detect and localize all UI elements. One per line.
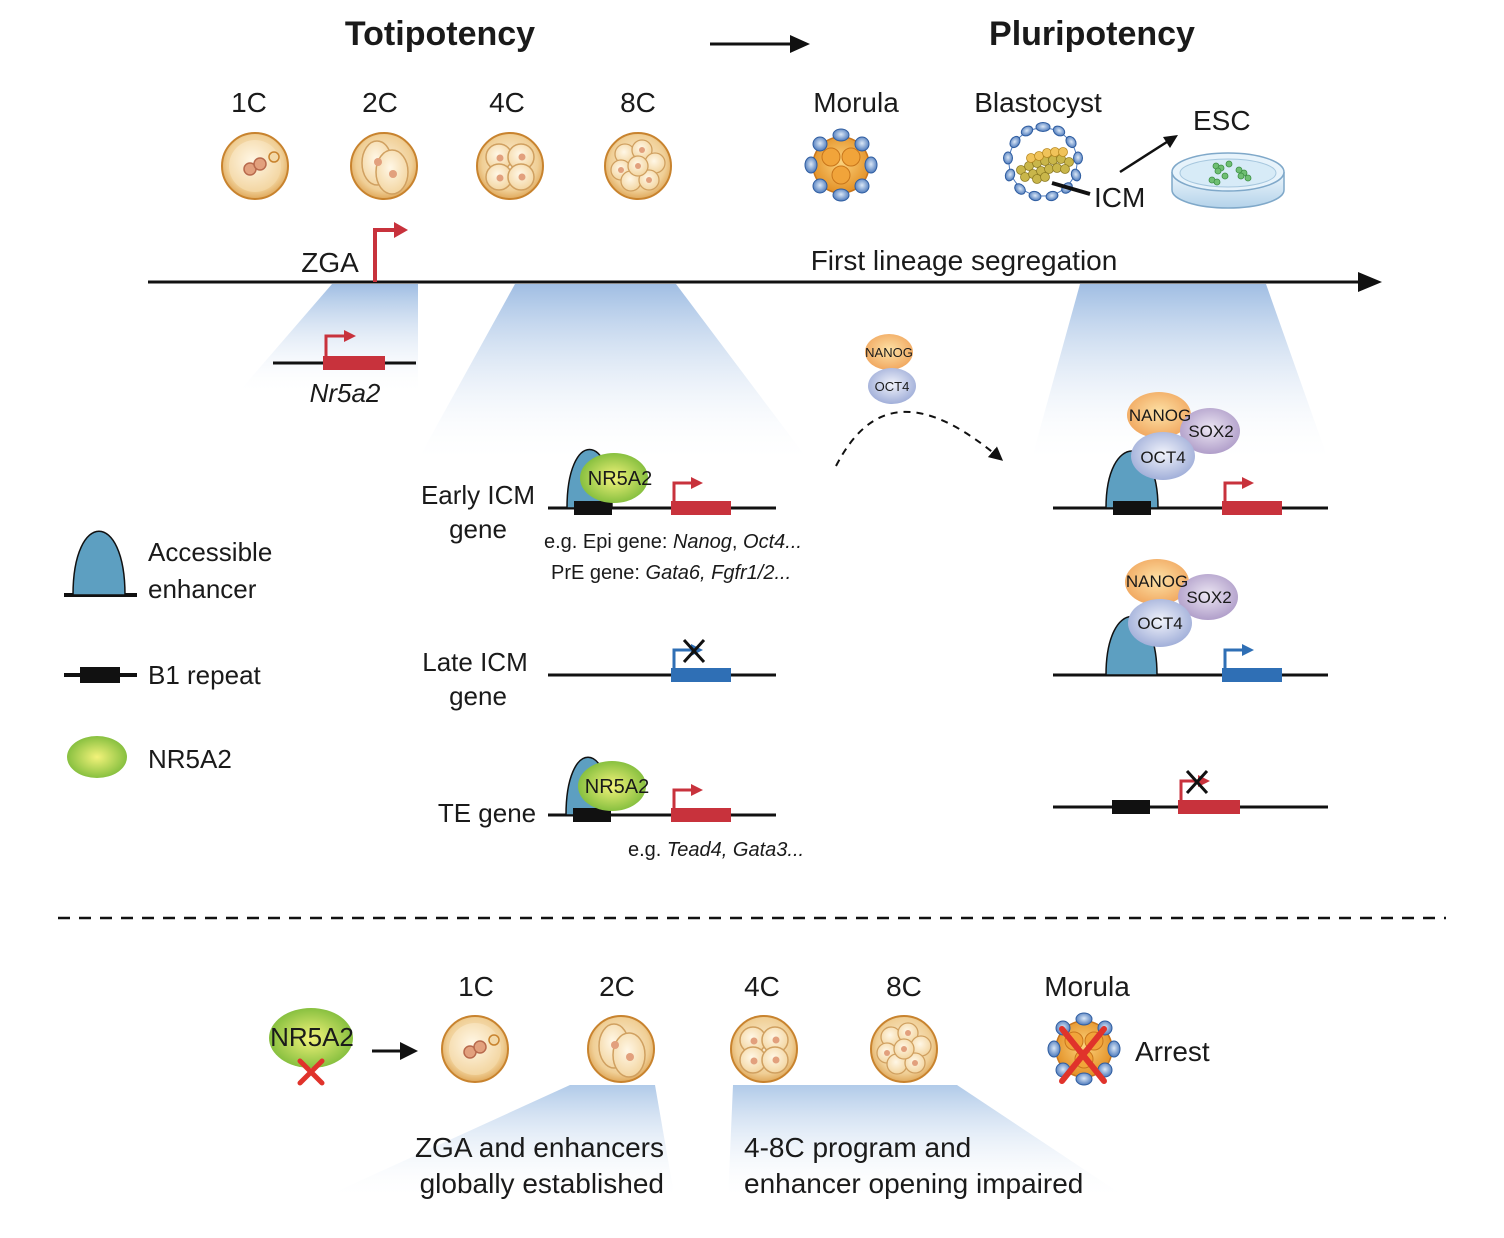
nr5a2-gene-label: Nr5a2 [310, 378, 381, 408]
legend-b1-label: B1 repeat [148, 660, 262, 690]
stage-label-8c: 8C [620, 87, 656, 118]
header-arrow [710, 35, 810, 53]
nr5a2-protein-te-label: NR5A2 [585, 776, 649, 798]
knockout-arrow [372, 1042, 418, 1060]
bottom-note2-line2: enhancer opening impaired [744, 1168, 1083, 1199]
embryo-8c-icon [604, 132, 672, 200]
pluripotency-title: Pluripotency [989, 15, 1195, 53]
segregation-label: First lineage segregation [811, 245, 1118, 276]
embryo-4c-icon [476, 132, 544, 200]
esc-arrow [1119, 135, 1178, 174]
pre-example: PrE gene: Gata6, Fgfr1/2... [551, 562, 791, 584]
stage-label-morula: Morula [813, 87, 899, 118]
bottom-stage-label-1c: 1C [458, 971, 494, 1002]
nr5a2-protein-early-label: NR5A2 [588, 468, 652, 490]
early-icm-label-line1: Early ICM [421, 480, 535, 510]
nr5a2-gene-track [273, 330, 416, 370]
legend-nr5a2-label: NR5A2 [148, 744, 232, 774]
zga-promoter-arrow [373, 222, 408, 282]
stage-label-4c: 4C [489, 87, 525, 118]
bottom-stage-label-8c: 8C [886, 971, 922, 1002]
arrested-morula-icon [1047, 1012, 1121, 1086]
esc-label: ESC [1193, 105, 1251, 136]
petri-dish-icon [1171, 152, 1285, 209]
nr5a2-protein-early: NR5A2 [580, 453, 652, 503]
dashed-transition-arrow [835, 411, 1004, 467]
zga-label: ZGA [301, 247, 359, 278]
nr5a2-protein-te: NR5A2 [578, 761, 649, 811]
blastocyst-icon [1003, 122, 1083, 202]
sox2-label-late: SOX2 [1186, 588, 1231, 607]
zoom-wedge-late [1030, 284, 1330, 465]
bottom-stage-label-2c: 2C [599, 971, 635, 1002]
totipotency-title: Totipotency [345, 15, 535, 53]
zoom-wedge-early [415, 284, 812, 465]
timeline-axis [148, 272, 1382, 292]
bottom-stage-label-4c: 4C [744, 971, 780, 1002]
nr5a2-knockout-label: NR5A2 [270, 1022, 354, 1052]
embryo-1c-icon [221, 132, 289, 200]
bottom-embryo-1c-icon [441, 1015, 509, 1083]
early-icm-label-line2: gene [449, 514, 507, 544]
nanog-oct4-complex-middle: NANOG OCT4 [865, 334, 916, 404]
late-icm-label-line2: gene [449, 681, 507, 711]
morula-icon [804, 128, 878, 202]
epi-example: e.g. Epi gene: Nanog, Oct4... [544, 531, 802, 553]
icm-pointer-line [1051, 181, 1091, 196]
oct4-mini-label: OCT4 [875, 379, 910, 394]
bottom-embryo-2c-icon [587, 1015, 655, 1083]
legend-nr5a2-icon [67, 736, 127, 778]
icm-label: ICM [1094, 182, 1145, 213]
nanog-label-late: NANOG [1126, 572, 1188, 591]
legend-accessible-line1: Accessible [148, 537, 272, 567]
bottom-note1-line1: ZGA and enhancers [415, 1132, 664, 1163]
late-icm-label-line1: Late ICM [422, 647, 528, 677]
arrest-cross-icon [1059, 1026, 1107, 1084]
bottom-stage-label-morula: Morula [1044, 971, 1130, 1002]
bottom-wedge-2c [318, 1085, 675, 1200]
bottom-embryo-4c-icon [730, 1015, 798, 1083]
nr5a2-knockout-icon: NR5A2 [269, 1008, 354, 1086]
right-te-gene-track [1053, 769, 1328, 814]
legend-b1-repeat-icon [64, 667, 137, 683]
stage-label-blastocyst: Blastocyst [974, 87, 1102, 118]
te-example: e.g. Tead4, Gata3... [628, 839, 804, 861]
bottom-note1-line2: globally established [420, 1168, 664, 1199]
embryo-2c-icon [350, 132, 418, 200]
arrest-label: Arrest [1135, 1036, 1210, 1067]
bottom-wedge-4-8c [728, 1085, 1130, 1200]
nanog-mini-label: NANOG [865, 345, 913, 360]
tf-complex-late: NANOG SOX2 OCT4 [1125, 559, 1238, 647]
legend-accessible-line2: enhancer [148, 574, 257, 604]
oct4-label-early: OCT4 [1140, 448, 1185, 467]
tf-complex-early: NANOG SOX2 OCT4 [1127, 392, 1240, 480]
bottom-note2-line1: 4-8C program and [744, 1132, 971, 1163]
legend-accessible-enhancer-icon [64, 530, 137, 597]
late-icm-gene-track [548, 638, 776, 682]
stage-label-1c: 1C [231, 87, 267, 118]
late-icm-block-icon [682, 638, 706, 664]
oct4-label-late: OCT4 [1137, 614, 1182, 633]
nanog-label-early: NANOG [1129, 406, 1191, 425]
bottom-embryo-8c-icon [870, 1015, 938, 1083]
stage-label-2c: 2C [362, 87, 398, 118]
right-te-block-icon [1185, 769, 1209, 795]
sox2-label-early: SOX2 [1188, 422, 1233, 441]
te-gene-label: TE gene [438, 798, 536, 828]
